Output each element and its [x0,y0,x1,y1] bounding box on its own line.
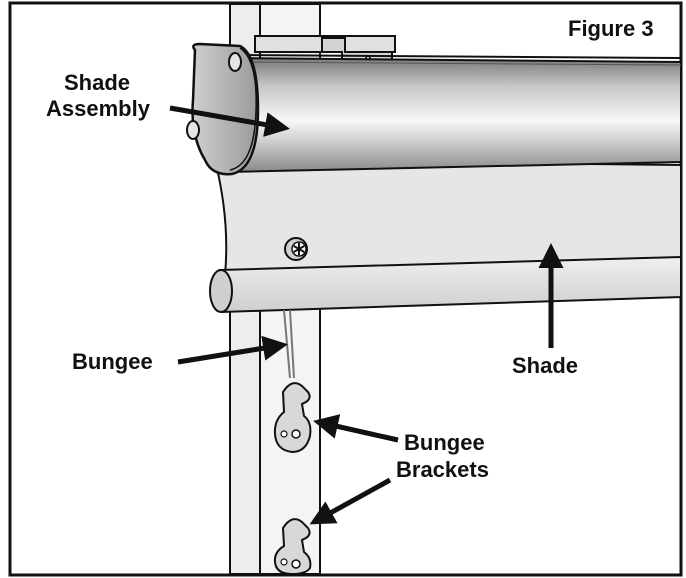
end-cap [186,42,260,176]
arrow-shade-assembly [169,105,290,137]
arrow-bungee [177,335,288,365]
label-bungee: Bungee [72,349,153,374]
arrow-bungee-bracket-lower [309,477,392,525]
screw-icon [284,237,308,261]
arrow-bungee-bracket-upper [313,414,399,443]
label-shade: Shade [512,353,578,378]
bottom-bar [209,255,682,314]
shade-fabric [213,158,682,277]
callout-arrows [169,105,564,525]
label-bungee-brackets-line1: Bungee [404,430,485,455]
figure-title: Figure 3 [568,16,654,41]
bungee-bracket-lower [273,518,312,576]
label-shade-assembly-line2: Assembly [46,96,151,121]
label-shade-assembly-line1: Shade [64,70,130,95]
roller-tube [223,54,682,174]
label-bungee-brackets-line2: Brackets [396,457,489,482]
bungee-bracket-upper [273,382,312,454]
